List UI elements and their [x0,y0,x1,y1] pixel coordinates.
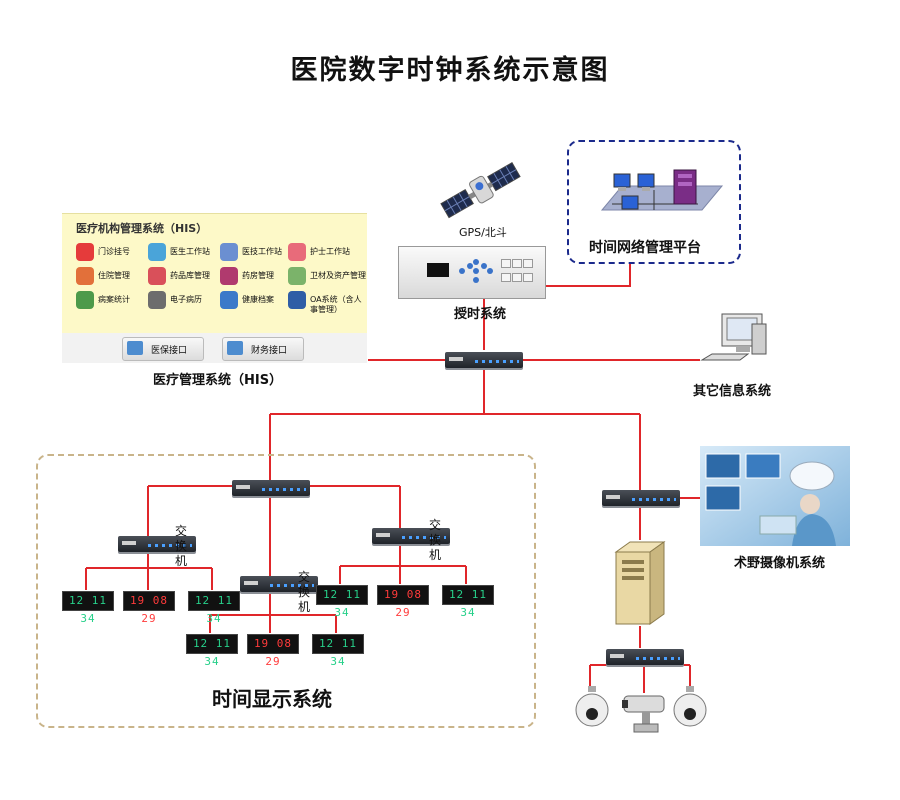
line-timing-to-platform [544,262,631,287]
display-main-switch [232,480,310,496]
his-item-emr: 电子病历 [148,290,216,312]
his-item-doctor: 医生工作站 [148,242,216,264]
center-switch [240,576,318,592]
right-switch-label: 交换机 [428,518,441,562]
clock-display: 12 11 34 [312,634,364,668]
clock-display: 12 11 34 [186,634,238,668]
line-left-clocks [85,548,213,590]
his-item-inpatient: 住院管理 [76,266,144,288]
satellite-icon [440,162,521,219]
right-switch [372,528,450,544]
network-platform-label: 时间网络管理平台 [589,240,701,256]
his-item-assets: 卫材及资产管理 [288,266,366,288]
his-interface-bar: 医保接口 财务接口 [62,333,367,363]
line-display-main-branches [147,485,401,538]
other-systems-label: 其它信息系统 [693,384,772,399]
his-item-pharmacy: 药房管理 [220,266,288,288]
line-to-cameras [589,664,691,693]
line-center-clocks [209,590,337,633]
camera-branch-switch [602,490,680,506]
clock-display: 12 11 34 [442,585,494,619]
computer-icon [700,313,767,361]
clock-display: 19 08 29 [123,591,175,625]
operating-room-image [700,446,850,546]
gps-label: GPS/北斗 [459,226,507,239]
timing-system-label: 授时系统 [454,307,507,322]
page-title: 医院数字时钟系统示意图 [290,55,610,86]
bullet-camera-icon [622,695,665,733]
clock-display: 19 08 29 [377,585,429,619]
camera-system-label: 术野摄像机系统 [734,556,826,571]
dome-camera-icon [575,686,609,727]
finance-interface-button[interactable]: 财务接口 [222,337,304,361]
line-core-branches [269,368,641,490]
dome-camera-icon [673,686,707,727]
his-item-oa: OA系统（含人事管理） [288,290,366,314]
clock-display: 19 08 29 [247,634,299,668]
his-item-tech: 医技工作站 [220,242,288,264]
his-item-drug-store: 药品库管理 [148,266,216,288]
clock-display: 12 11 34 [316,585,368,619]
his-panel: 医疗机构管理系统（HIS） 门诊挂号 医生工作站 医技工作站 护士工作站 住院管… [62,213,367,334]
his-item-health-record: 健康档案 [220,290,288,312]
left-switch-label: 交换机 [174,524,187,568]
camera-switch [606,649,684,665]
his-item-outpatient: 门诊挂号 [76,242,144,264]
insurance-interface-button[interactable]: 医保接口 [122,337,204,361]
clock-display: 12 11 34 [188,591,240,625]
left-switch [118,536,196,552]
clock-display: 12 11 34 [62,591,114,625]
timing-server-device [398,246,546,299]
network-platform-box [567,140,741,264]
core-switch [445,352,523,368]
his-item-statistics: 病案统计 [76,290,144,312]
line-right-clocks [339,542,467,584]
network-platform-icon [600,169,724,211]
his-panel-title: 医疗机构管理系统（HIS） [76,222,208,235]
display-system-box [36,454,536,728]
display-system-label: 时间显示系统 [212,687,332,711]
his-item-nurse: 护士工作站 [288,242,356,264]
his-label: 医疗管理系统（HIS） [153,373,283,388]
server-icon [614,541,666,625]
center-switch-label: 交换机 [297,570,310,614]
